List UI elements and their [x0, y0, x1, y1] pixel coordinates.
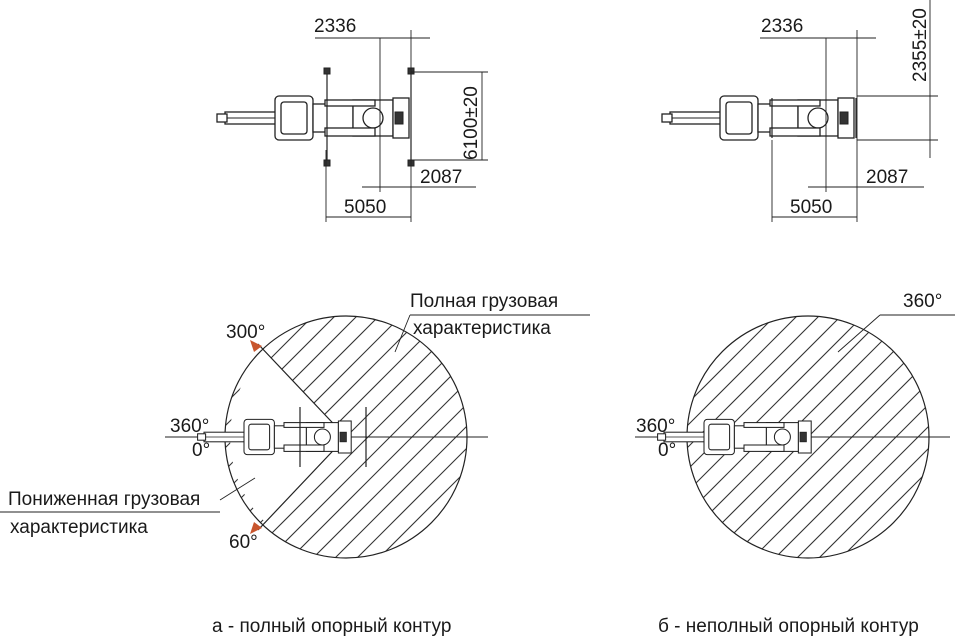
hatch-line	[225, 316, 314, 558]
dim-2087-a: 2087	[420, 167, 462, 188]
panel-a-working-zone: Полная грузовая характеристика 300° 360°…	[0, 291, 590, 559]
angle-0-b: 0°	[658, 440, 676, 461]
dim-6100-a: 6100±20	[461, 86, 482, 160]
dim-5050-a: 5050	[344, 197, 386, 218]
dim-2336-a: 2336	[314, 16, 356, 37]
label-full-line2: характеристика	[413, 318, 551, 339]
label-full-line1: Полная грузовая	[410, 291, 558, 312]
hatch-line	[818, 316, 929, 558]
dim-2355-b: 2355±20	[910, 8, 931, 82]
panel-a-plan-view: 2336 6100±20 2087 5050	[216, 16, 488, 222]
label-reduced-line1: Пониженная грузовая	[8, 489, 200, 510]
hatch-line	[225, 316, 336, 558]
angle-300: 300°	[226, 322, 265, 343]
angle-360-a: 360°	[170, 416, 209, 437]
hatch-line	[687, 316, 798, 558]
angle-360-top-b: 360°	[903, 291, 942, 312]
hatch-line	[378, 316, 467, 558]
hatch-line	[840, 316, 929, 558]
dim-2336-b: 2336	[761, 16, 803, 37]
hatch-line	[687, 316, 776, 558]
arrow-300-icon	[250, 340, 262, 352]
panel-b-plan-view: 2336 2355±20 2087 5050	[661, 0, 938, 222]
label-reduced-line2: характеристика	[10, 517, 148, 538]
angle-0-a: 0°	[192, 440, 210, 461]
angle-360-b: 360°	[636, 416, 675, 437]
hatch-line	[356, 316, 467, 558]
dim-2087-b: 2087	[866, 167, 908, 188]
caption-b: б - неполный опорный контур	[658, 616, 919, 637]
caption-a: а - полный опорный контур	[212, 616, 451, 637]
dim-5050-b: 5050	[790, 197, 832, 218]
arrow-60-icon	[250, 522, 262, 534]
angle-60: 60°	[229, 532, 258, 553]
